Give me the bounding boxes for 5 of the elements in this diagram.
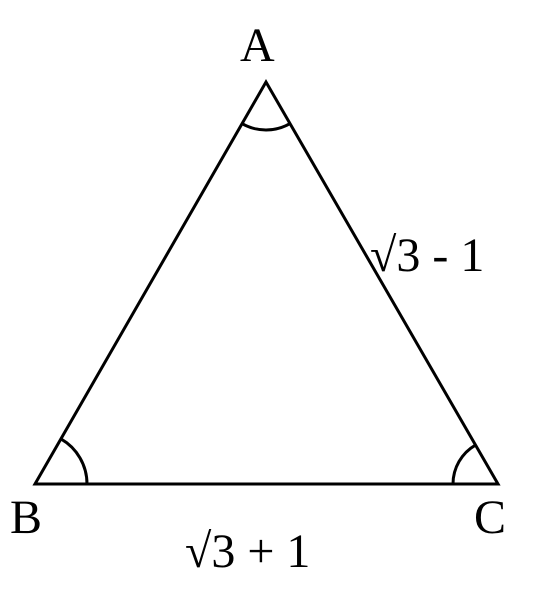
vertex-label: A	[240, 22, 275, 70]
vertex-label: C	[474, 494, 506, 542]
side-length: √3 + 1	[185, 528, 310, 576]
vertex-label: B	[10, 494, 42, 542]
side-length: √3 - 1	[370, 232, 484, 280]
